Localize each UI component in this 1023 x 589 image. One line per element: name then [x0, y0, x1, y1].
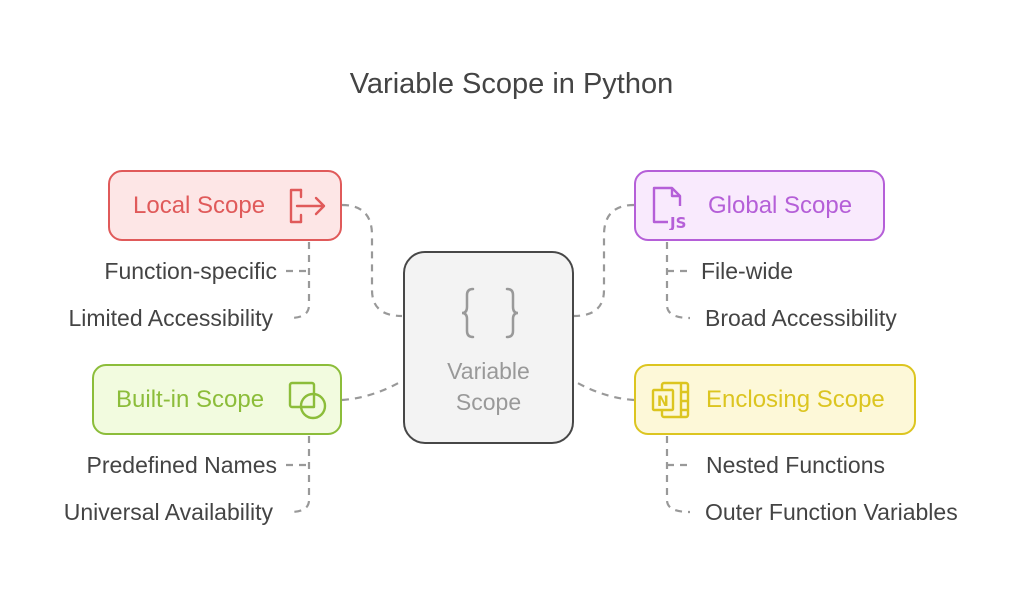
connector-local — [341, 203, 403, 318]
global-item-1: File-wide — [701, 258, 794, 284]
builtin-scope-label: Built-in Scope — [116, 385, 265, 413]
global-item-2: Broad Accessibility — [705, 305, 897, 331]
enclosing-scope-node[interactable]: N Enclosing Scope — [634, 364, 916, 435]
global-scope-node[interactable]: JS Global Scope — [634, 170, 885, 241]
curly-braces-icon — [461, 287, 519, 339]
connector-builtin-items — [289, 436, 311, 514]
enclosing-scope-label: Enclosing Scope — [706, 385, 885, 413]
center-label-line1: Variable — [447, 358, 530, 384]
local-item-1: Function-specific — [104, 258, 277, 284]
global-scope-label: Global Scope — [708, 191, 853, 219]
connector-enclosing — [573, 380, 635, 402]
connector-global-items — [665, 242, 691, 320]
js-file-icon: JS — [652, 186, 686, 230]
builtin-item-1: Predefined Names — [86, 452, 278, 478]
diagram-title: Variable Scope in Python — [349, 68, 674, 100]
svg-text:N: N — [657, 394, 669, 410]
notebook-icon: N — [651, 381, 690, 419]
exit-arrow-icon — [289, 188, 326, 224]
center-node[interactable]: Variable Scope — [403, 251, 574, 444]
local-scope-node[interactable]: Local Scope — [108, 170, 342, 241]
builtin-scope-node[interactable]: Built-in Scope — [92, 364, 342, 435]
svg-text:JS: JS — [669, 214, 686, 230]
local-item-2: Limited Accessibility — [68, 305, 273, 331]
shapes-icon — [288, 381, 327, 420]
local-scope-label: Local Scope — [133, 191, 266, 219]
connector-builtin — [341, 380, 403, 402]
connector-global — [573, 203, 635, 318]
connector-local-items — [289, 242, 311, 320]
enclosing-item-2: Outer Function Variables — [705, 499, 958, 525]
enclosing-item-1: Nested Functions — [706, 452, 885, 478]
center-label: Variable Scope — [405, 356, 572, 418]
connector-enclosing-items — [665, 436, 691, 514]
center-label-line2: Scope — [455, 389, 522, 415]
builtin-item-2: Universal Availability — [63, 499, 273, 525]
